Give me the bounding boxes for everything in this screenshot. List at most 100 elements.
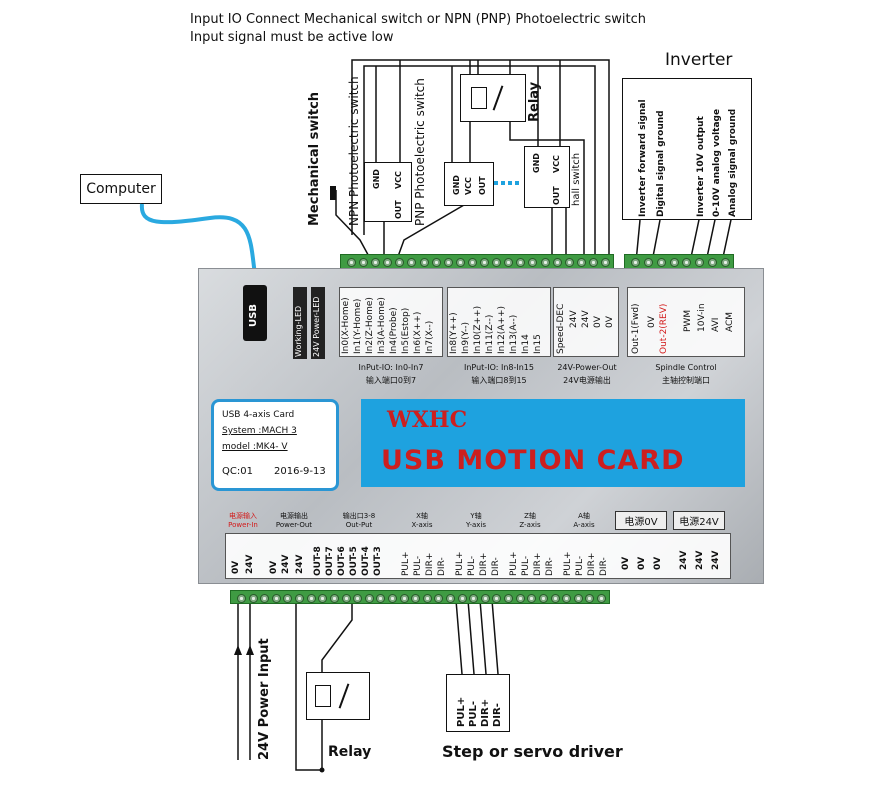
driver-pin: PUL- xyxy=(468,701,479,727)
bottom-pin: PUL- xyxy=(521,555,531,576)
pnp-label: PNP Photoelectric switch xyxy=(413,78,427,226)
spindle-title: Spindle Control xyxy=(655,363,717,372)
input-pin: In6(X++) xyxy=(413,311,423,354)
terminal-screw xyxy=(306,594,316,603)
bottom-pin: 0V xyxy=(269,560,279,574)
pnp-vcc: VCC xyxy=(464,177,473,195)
input-pin: In7(X--) xyxy=(425,320,435,354)
terminal-screw xyxy=(585,594,595,603)
bottom-pin: 24V xyxy=(281,554,291,575)
terminal-screw xyxy=(329,594,339,603)
driver-pin: DIR- xyxy=(492,703,503,727)
top-terminal-strip-left xyxy=(340,254,614,270)
bottom-pin: 0V xyxy=(653,556,663,570)
bottom-pin: OUT-5 xyxy=(349,546,359,576)
usb-port[interactable]: USB xyxy=(243,285,267,341)
bottom-pin: PUL- xyxy=(467,555,477,576)
terminal-screw xyxy=(695,258,705,267)
card-info-box: USB 4-axis Card System :MACH 3 model :MK… xyxy=(211,399,339,491)
terminal-screw xyxy=(341,594,351,603)
input-io-8-15-title-cn: 输入端口8到15 xyxy=(471,376,527,385)
terminal-screw xyxy=(260,594,270,603)
p0v-cn: 电源0V xyxy=(615,511,667,530)
bottom-pin: PUL+ xyxy=(401,551,411,576)
input-pin: In4(Probe) xyxy=(389,307,399,354)
bottom-pin: 0V xyxy=(231,560,241,574)
terminal-screw xyxy=(656,258,666,267)
terminal-screw xyxy=(411,594,421,603)
driver-box: PUL+ PUL- DIR+ DIR- xyxy=(446,674,510,732)
terminal-screw xyxy=(407,258,417,267)
bottom-terminal-strip xyxy=(230,590,610,604)
terminal-screw xyxy=(528,258,538,267)
driver-pin: DIR+ xyxy=(480,698,491,727)
banner: WXHC USB MOTION CARD xyxy=(361,399,745,487)
input-io-8-15-title: InPut-IO: In8-In15 xyxy=(464,363,534,372)
terminal-screw xyxy=(431,258,441,267)
input-pin: In9(Y--) xyxy=(461,321,471,354)
input-pin: In14 xyxy=(521,334,531,354)
power-out-pin: Speed-DEC xyxy=(556,303,566,354)
terminal-screw xyxy=(540,258,550,267)
terminal-screw xyxy=(371,258,381,267)
terminal-screw xyxy=(669,258,679,267)
npn-switch-box: GND VCC OUT xyxy=(364,162,412,222)
bottom-pin: DIR+ xyxy=(587,552,597,576)
motion-card-board: USB Working-LED 24V Power-LED In0(X-Home… xyxy=(198,268,764,584)
x-axis-label: X-axis xyxy=(411,521,433,529)
bottom-pin: OUT-3 xyxy=(373,546,383,576)
terminal-screw xyxy=(469,594,479,603)
npn-out: OUT xyxy=(394,200,403,219)
terminal-screw xyxy=(467,258,477,267)
terminal-screw xyxy=(422,594,432,603)
terminal-screw xyxy=(283,594,293,603)
terminal-screw xyxy=(527,594,537,603)
output-label: Out-Put xyxy=(345,521,373,529)
bottom-pin: 24V xyxy=(711,550,721,571)
terminal-screw xyxy=(480,594,490,603)
terminal-screw xyxy=(387,594,397,603)
pnp-out: OUT xyxy=(478,176,487,195)
input-pin: In12(A++) xyxy=(497,305,507,354)
bottom-pin: PUL+ xyxy=(563,551,573,576)
bottom-pin: OUT-8 xyxy=(313,546,323,576)
info-line-2: System :MACH 3 xyxy=(222,426,297,436)
terminal-screw xyxy=(359,258,369,267)
driver-label: Step or servo driver xyxy=(442,742,623,761)
working-led-label: Working-LED xyxy=(294,305,303,357)
power-in-label: Power-In xyxy=(228,521,258,529)
input-pin: In2(Z-Home) xyxy=(365,297,375,354)
pnp-switch-box: GND VCC OUT xyxy=(444,162,494,206)
bottom-pin: OUT-4 xyxy=(361,546,371,576)
terminal-screw xyxy=(271,594,281,603)
terminal-screw xyxy=(419,258,429,267)
terminal-screw xyxy=(682,258,692,267)
relay-bottom-coil-icon xyxy=(315,685,331,707)
bottom-pin: DIR+ xyxy=(479,552,489,576)
driver-pin: PUL+ xyxy=(456,696,467,727)
relay-bottom-contact-icon xyxy=(338,683,350,709)
bottom-pin: OUT-7 xyxy=(325,546,335,576)
y-axis-cn: Y轴 xyxy=(470,512,482,520)
npn-vcc: VCC xyxy=(394,171,403,189)
spindle-title-cn: 主轴控制端口 xyxy=(662,376,710,385)
relay-top-label: Relay xyxy=(527,81,542,122)
power-out-top-title: 24V-Power-Out xyxy=(557,363,617,372)
spindle-pin: Out-1(Fwd) xyxy=(631,303,641,354)
spindle-pin: 0V xyxy=(647,316,657,328)
terminal-screw xyxy=(446,594,456,603)
power-input-label: 24V Power Input xyxy=(257,638,272,760)
terminal-screw xyxy=(516,258,526,267)
terminal-screw xyxy=(504,258,514,267)
bottom-pin: PUL- xyxy=(575,555,585,576)
terminal-screw xyxy=(347,258,356,267)
bottom-pin: PUL+ xyxy=(455,551,465,576)
terminal-screw xyxy=(395,258,405,267)
x-axis-cn: X轴 xyxy=(416,512,428,520)
terminal-screw xyxy=(601,258,610,267)
input-pin: In3(A-Home) xyxy=(377,297,387,354)
z-axis-label: Z-axis xyxy=(519,521,541,529)
hall-out: OUT xyxy=(552,186,561,205)
